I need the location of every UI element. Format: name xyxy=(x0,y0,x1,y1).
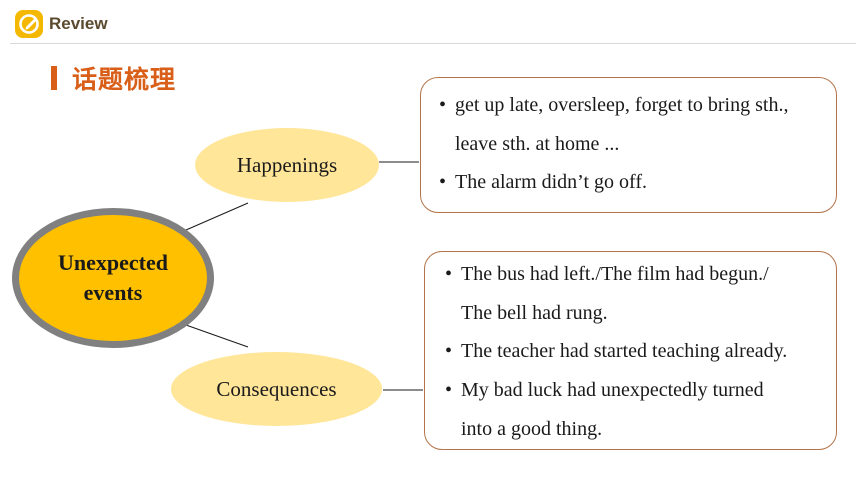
list-item-text: into a good thing. xyxy=(461,417,603,440)
list-item: • get up late, oversleep, forget to brin… xyxy=(439,94,836,133)
bullet: • xyxy=(445,379,453,402)
bullet: • xyxy=(439,171,447,193)
bullet: • xyxy=(445,263,453,285)
list-item: • The teacher had started teaching alrea… xyxy=(445,340,836,379)
happenings-detail-box: • get up late, oversleep, forget to brin… xyxy=(420,77,837,213)
center-node: Unexpected events xyxy=(19,215,207,341)
list-item: • The alarm didn’t go off. xyxy=(439,171,836,210)
list-item: • The bus had left./The film had begun./ xyxy=(445,263,836,302)
list-item-text: The teacher had started teaching already… xyxy=(461,340,788,363)
bullet: • xyxy=(445,340,453,363)
connector-center-happenings xyxy=(185,202,249,231)
list-item-text: get up late, oversleep, forget to bring … xyxy=(455,94,789,116)
list-item: leave sth. at home ... xyxy=(439,133,836,172)
list-item: The bell had rung. xyxy=(445,302,836,341)
list-item-text: The alarm didn’t go off. xyxy=(455,171,647,193)
list-item-text: My bad luck had unexpectedly turned xyxy=(461,379,764,402)
consequences-detail-box: • The bus had left./The film had begun./… xyxy=(424,251,837,450)
header-divider xyxy=(10,43,856,44)
list-item-text: leave sth. at home ... xyxy=(455,132,620,155)
branch-label-consequences: Consequences xyxy=(216,376,337,401)
list-item: into a good thing. xyxy=(445,418,836,457)
list-item-text: The bell had rung. xyxy=(461,301,608,324)
branch-node-consequences: Consequences xyxy=(171,352,382,426)
header-bar: Review xyxy=(0,0,860,44)
connector-center-consequences xyxy=(185,324,249,348)
bullet: • xyxy=(439,94,447,116)
review-label: Review xyxy=(49,14,108,33)
branch-label-happenings: Happenings xyxy=(236,152,338,177)
pencil-icon xyxy=(15,10,43,38)
branch-node-happenings: Happenings xyxy=(195,128,379,202)
list-item-text: The bus had left./The film had begun./ xyxy=(461,263,769,285)
list-item: • My bad luck had unexpectedly turned xyxy=(445,379,836,418)
section-title: 话题梳理 xyxy=(72,65,177,94)
section-marker xyxy=(51,66,57,90)
center-node-label: Unexpected events xyxy=(58,250,168,305)
